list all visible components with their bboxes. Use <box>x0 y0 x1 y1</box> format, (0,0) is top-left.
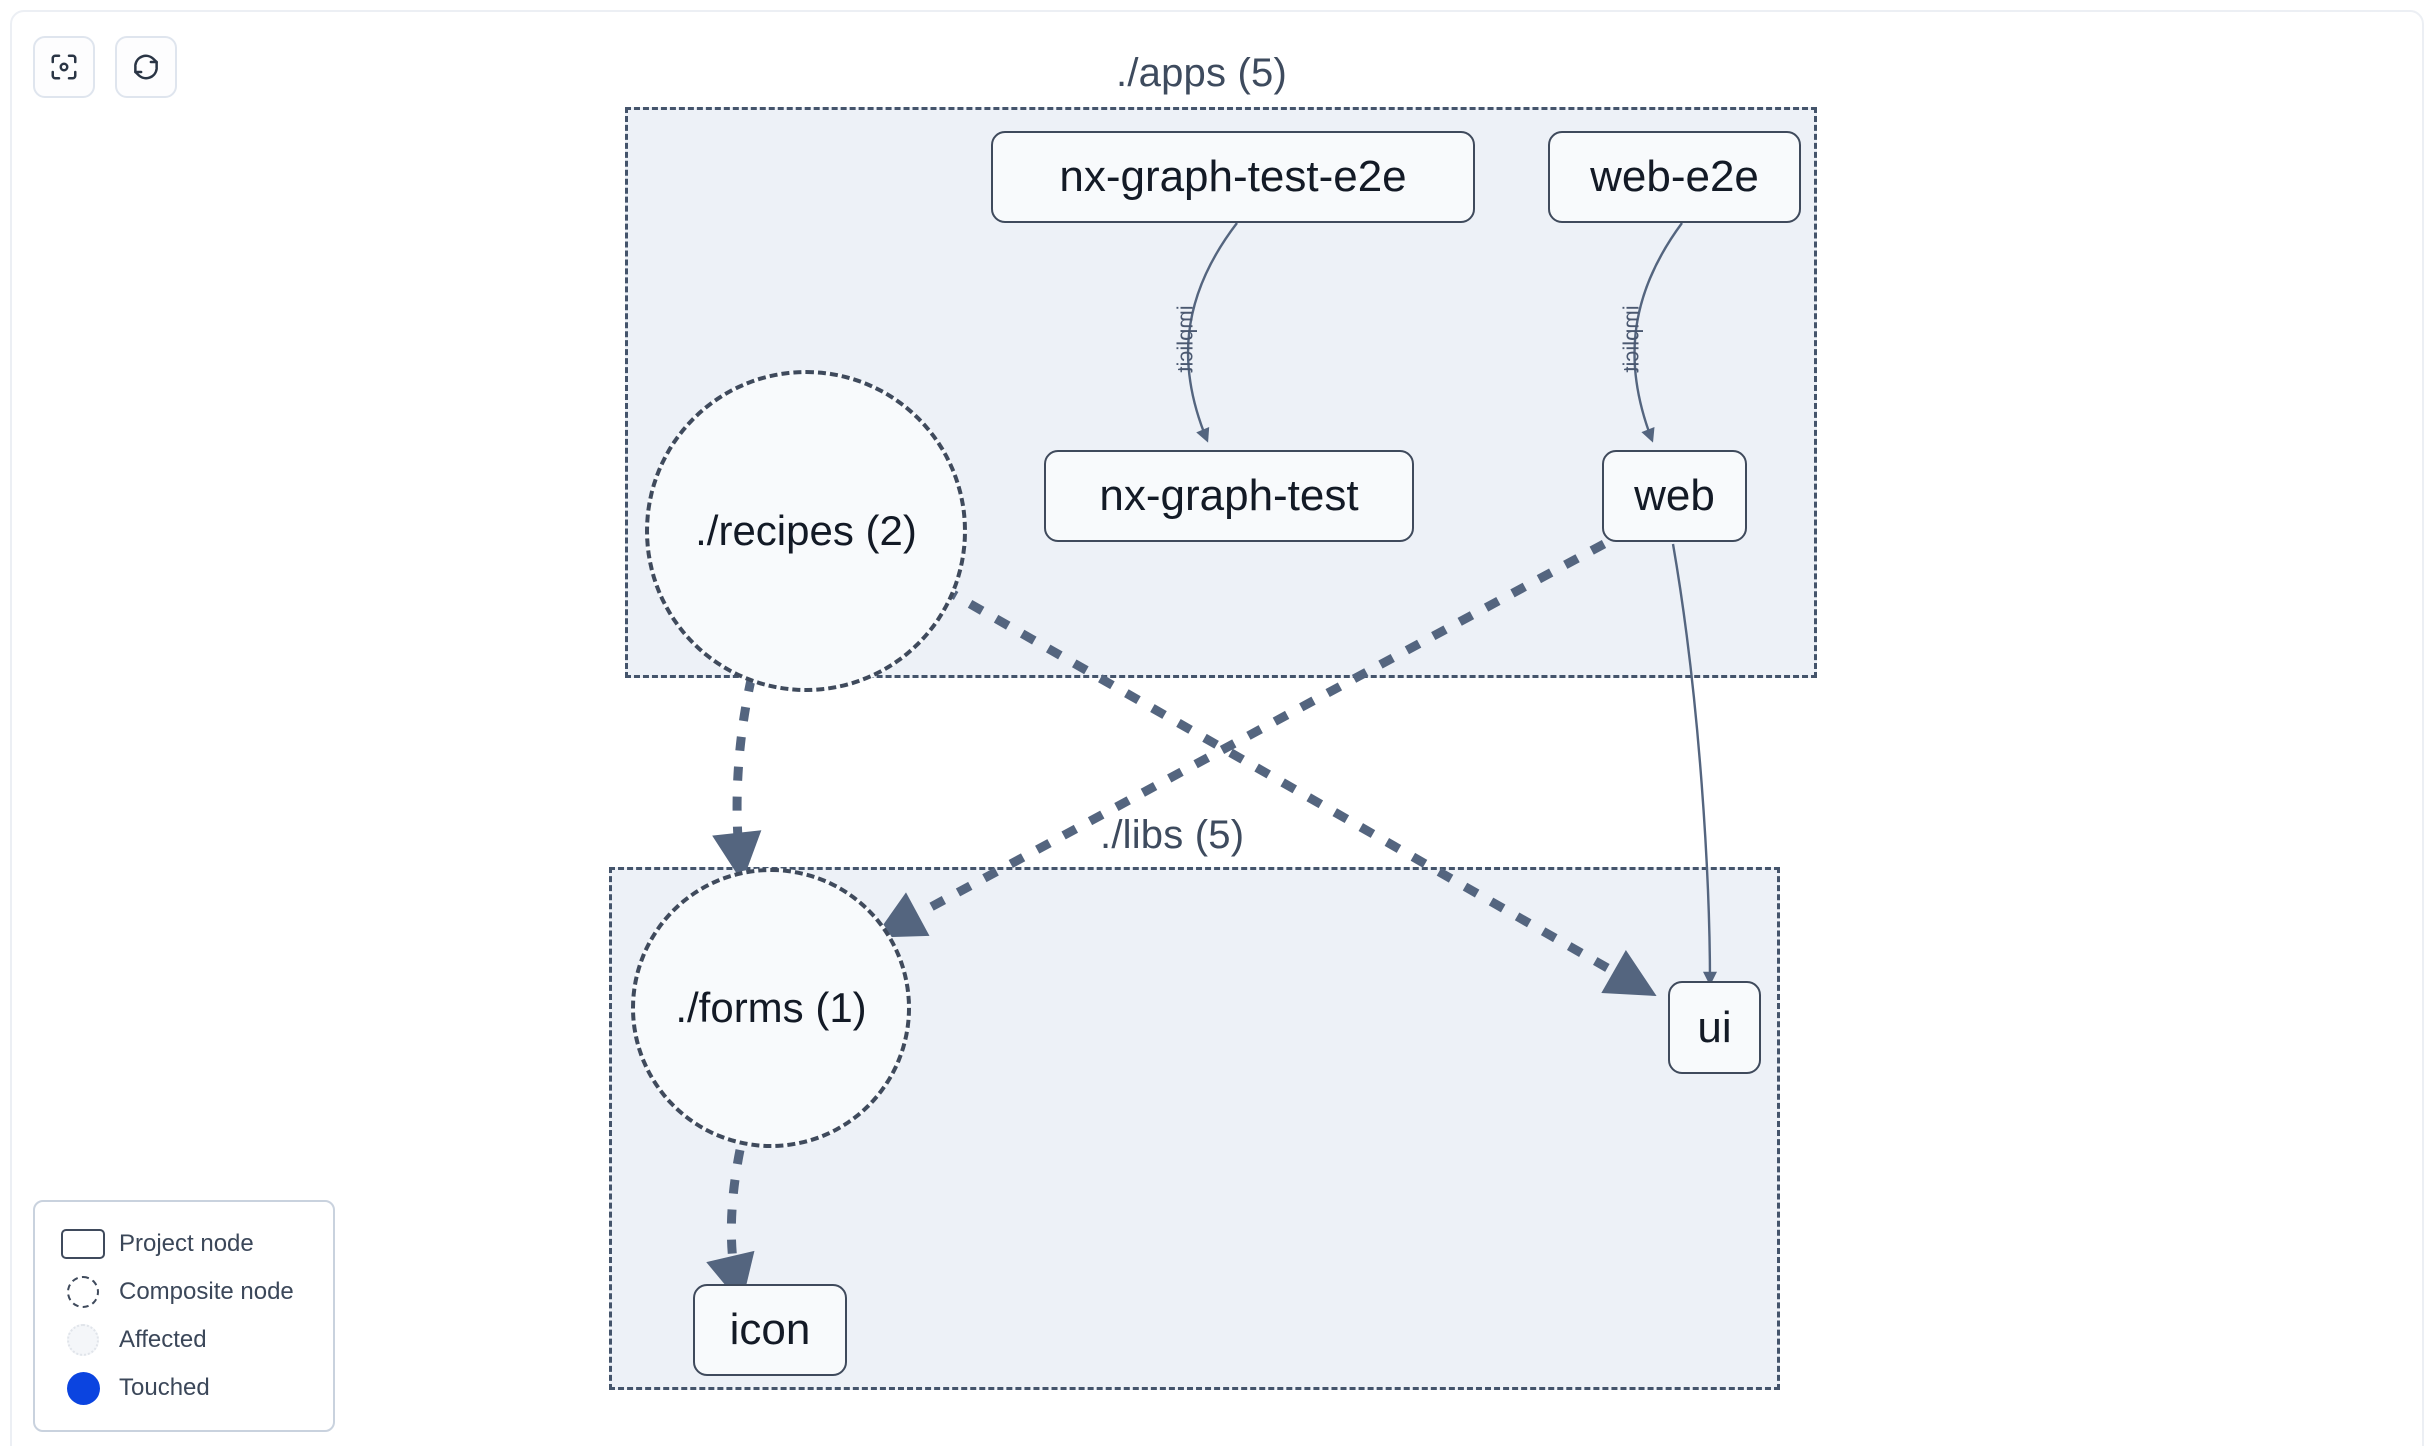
touched-swatch <box>57 1371 109 1405</box>
legend-label: Composite node <box>119 1278 294 1305</box>
project-node-swatch <box>57 1229 109 1259</box>
composite-node-label: ./recipes (2) <box>695 507 917 554</box>
group-label-libs: ./libs (5) <box>1100 813 1245 857</box>
legend-item-composite-node: Composite node <box>57 1268 313 1316</box>
project-node-label: nx-graph-test-e2e <box>1059 152 1407 201</box>
project-node-nx-graph-test[interactable]: nx-graph-test <box>1044 450 1414 542</box>
composite-node-forms[interactable]: ./forms (1) <box>631 868 911 1148</box>
legend-label: Touched <box>119 1374 210 1401</box>
project-node-label: nx-graph-test <box>1099 471 1359 520</box>
edge-label-implicit-web: implicit <box>1618 305 1644 373</box>
project-node-ui[interactable]: ui <box>1668 981 1761 1074</box>
composite-node-label: ./forms (1) <box>675 984 867 1031</box>
composite-node-swatch <box>57 1276 109 1308</box>
refresh-sync-icon <box>131 52 161 82</box>
project-node-label: ui <box>1697 1002 1732 1052</box>
legend-item-affected: Affected <box>57 1316 313 1364</box>
project-node-label: web <box>1634 471 1715 520</box>
legend-label: Affected <box>119 1326 207 1353</box>
refresh-graph-button[interactable] <box>115 36 177 98</box>
composite-node-recipes[interactable]: ./recipes (2) <box>645 370 967 692</box>
project-node-web[interactable]: web <box>1602 450 1747 542</box>
graph-toolbar <box>33 36 177 98</box>
focus-target-icon <box>49 52 79 82</box>
project-node-web-e2e[interactable]: web-e2e <box>1548 131 1801 223</box>
graph-legend: Project node Composite node Affected Tou… <box>33 1200 335 1432</box>
project-node-label: web-e2e <box>1590 152 1759 201</box>
legend-item-project-node: Project node <box>57 1220 313 1268</box>
project-node-nx-graph-test-e2e[interactable]: nx-graph-test-e2e <box>991 131 1475 223</box>
affected-swatch <box>57 1324 109 1356</box>
project-node-label: icon <box>729 1305 811 1354</box>
focus-graph-button[interactable] <box>33 36 95 98</box>
project-node-icon[interactable]: icon <box>693 1284 847 1376</box>
legend-label: Project node <box>119 1230 254 1257</box>
legend-item-touched: Touched <box>57 1364 313 1412</box>
edge-label-implicit-nx-graph-test: implicit <box>1172 305 1198 373</box>
group-label-apps: ./apps (5) <box>1116 51 1287 95</box>
